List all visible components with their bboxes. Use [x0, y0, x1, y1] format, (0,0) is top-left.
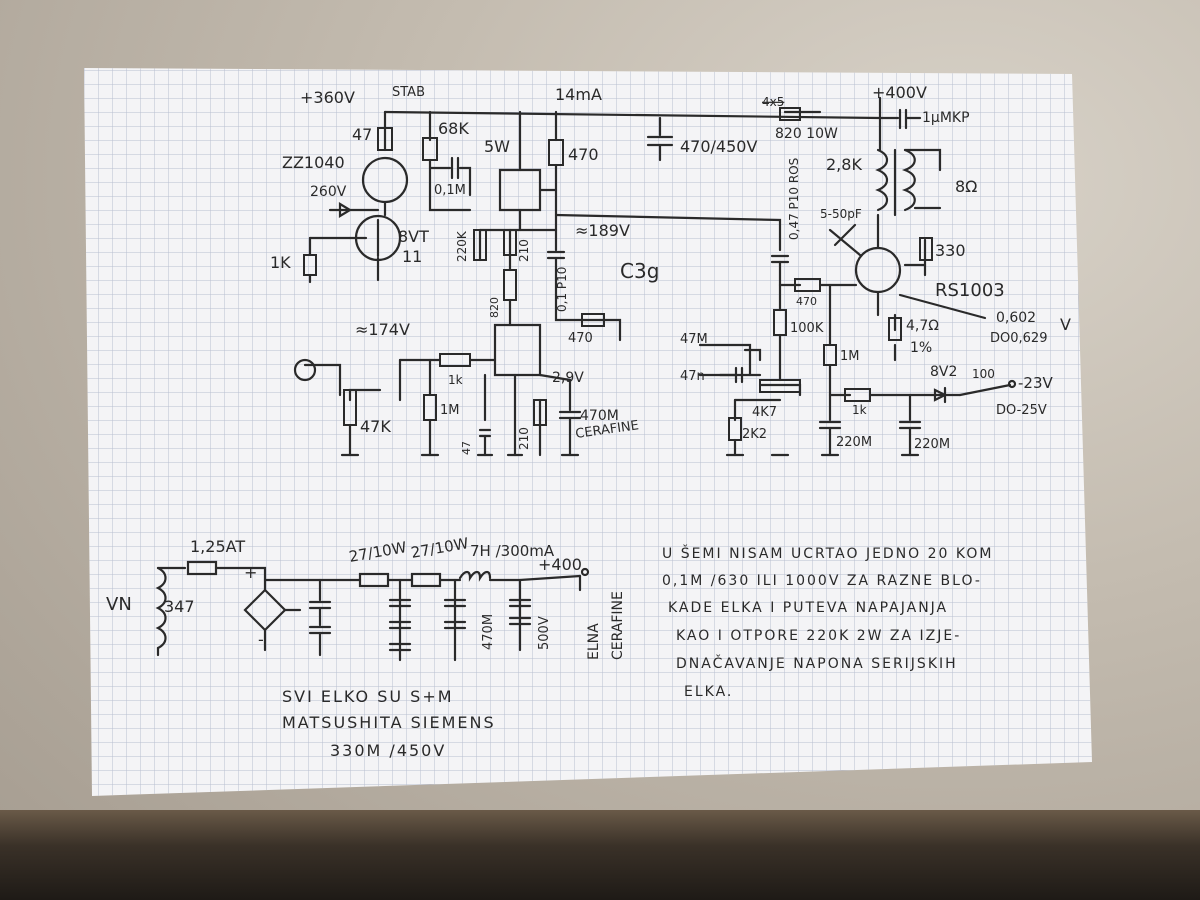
- remark-line3: KADE ELKA I PUTEVA NAPAJANJA: [668, 600, 948, 616]
- transistor-num-label: 11: [402, 247, 422, 266]
- stab-label: STAB: [392, 85, 425, 100]
- grid-lines: [84, 68, 1092, 796]
- fuse-label: 1,25AT: [190, 537, 245, 556]
- zener-tube-label: ZZ1040: [282, 153, 345, 172]
- pot-47k-label: 47K: [360, 417, 391, 436]
- r220k-label: 220K: [455, 230, 469, 262]
- r1m-label: 1M: [440, 403, 460, 418]
- plus-label: +: [244, 563, 257, 582]
- r1k-grid-label: 1k: [448, 373, 463, 387]
- r28k-label: 2,8K: [826, 155, 862, 174]
- r210-cath-label: 210: [517, 427, 531, 450]
- elna-label: ELNA: [586, 623, 602, 660]
- v189-label: ≈189V: [575, 221, 630, 240]
- r100-label: 100: [972, 367, 995, 381]
- r470-grid2-label: 470: [796, 295, 817, 308]
- remark-line6: ELKA.: [684, 684, 733, 700]
- r2k2-label: 2K2: [742, 427, 767, 442]
- v0602-label: 0,602: [996, 310, 1036, 326]
- r1k-base-label: 1K: [270, 253, 291, 272]
- v-neg25-label: DO-25V: [996, 403, 1047, 418]
- floor-shadow: [0, 810, 1200, 900]
- c470m-label: 470M: [580, 408, 619, 424]
- tube-rs1003-label: RS1003: [935, 280, 1005, 301]
- v29-label: 2,9V: [552, 370, 584, 386]
- r100k-label: 100K: [790, 321, 824, 336]
- r47-label: 47: [352, 125, 372, 144]
- elko-note-line1: SVI ELKO SU S+M: [282, 687, 454, 706]
- r820-label: 820: [488, 297, 501, 318]
- remark-line4: KAO I OTPORE 220K 2W ZA IZJE-: [676, 628, 961, 644]
- c47m-label: 47M: [680, 332, 708, 347]
- r68k-label: 68K: [438, 119, 469, 138]
- c47n-label: 47n: [680, 369, 705, 384]
- circuit-wiring: [293, 96, 1017, 457]
- v-unit-label: V: [1060, 315, 1071, 334]
- minus-label: -: [258, 630, 264, 649]
- v400-lower-label: +400: [538, 555, 582, 574]
- cap470-lower-label: 470M: [481, 614, 496, 650]
- remark-line5: DNAČAVANJE NAPONA SERIJSKIH: [676, 654, 958, 672]
- r470-plate-label: 470: [568, 145, 599, 164]
- v-neg23-label: -23V: [1018, 374, 1053, 392]
- r68k-watt-label: 5W: [484, 137, 510, 156]
- supply-400-label: +400V: [872, 83, 927, 102]
- c220b-label: 220M: [914, 437, 950, 452]
- r47ohm-label: 4,7Ω: [906, 318, 939, 334]
- r1k-b-label: 1k: [852, 403, 867, 417]
- transistor-label: 8VT: [398, 227, 429, 246]
- elko-note-line2: MATSUSHITA SIEMENS: [282, 713, 496, 732]
- r820-10w-label: 820 10W: [775, 126, 838, 142]
- zener-260v-label: 260V: [310, 184, 347, 200]
- cap500-lower-label: 500V: [537, 616, 552, 650]
- crossed-cap-label: 4x5: [762, 95, 784, 109]
- c1mkp-label: 1µMKP: [922, 110, 970, 126]
- v347-label: 347: [164, 597, 195, 616]
- c047-label: 0,47 P10 ROS: [787, 158, 801, 240]
- vn-label: VN: [106, 594, 132, 615]
- resistor-symbols: [303, 107, 933, 441]
- power-supply-wiring: [155, 560, 590, 662]
- pot-4k7-label: 4K7: [752, 405, 777, 420]
- current-14ma-label: 14mA: [555, 85, 602, 104]
- remark-line1: U ŠEMI NISAM UCRTAO JEDNO 20 KOM: [662, 544, 993, 562]
- cap-470-450-label: 470/450V: [680, 137, 757, 156]
- tube-c3g-label: C3g: [620, 259, 659, 283]
- r1m-b-label: 1M: [840, 349, 860, 364]
- elko-note-line3: 330M /450V: [330, 741, 446, 760]
- output-8-label: 8Ω: [955, 177, 977, 196]
- r330-label: 330: [935, 241, 966, 260]
- zener-8v2-label: 8V2: [930, 364, 957, 380]
- cerafine-lower-label: CERAFINE: [610, 591, 626, 660]
- c550-label: 5-50pF: [820, 207, 862, 221]
- choke-label: 7H /300mA: [470, 542, 555, 560]
- c01-label: 0,1M: [434, 183, 466, 198]
- supply-360-label: +360V: [300, 88, 355, 107]
- remark-line2: 0,1M /630 ILI 1000V ZA RAZNE BLO-: [662, 573, 982, 589]
- cap-01-p10-label: 0,1 P10: [555, 267, 569, 312]
- r210-label: 210: [517, 239, 531, 262]
- r470-b-label: 470: [568, 331, 593, 346]
- r47-cath-label: 47: [460, 441, 473, 455]
- v-range-label: DO0,629: [990, 331, 1047, 346]
- pct-label: 1%: [910, 340, 932, 356]
- v174-label: ≈174V: [355, 320, 410, 339]
- c220a-label: 220M: [836, 435, 872, 450]
